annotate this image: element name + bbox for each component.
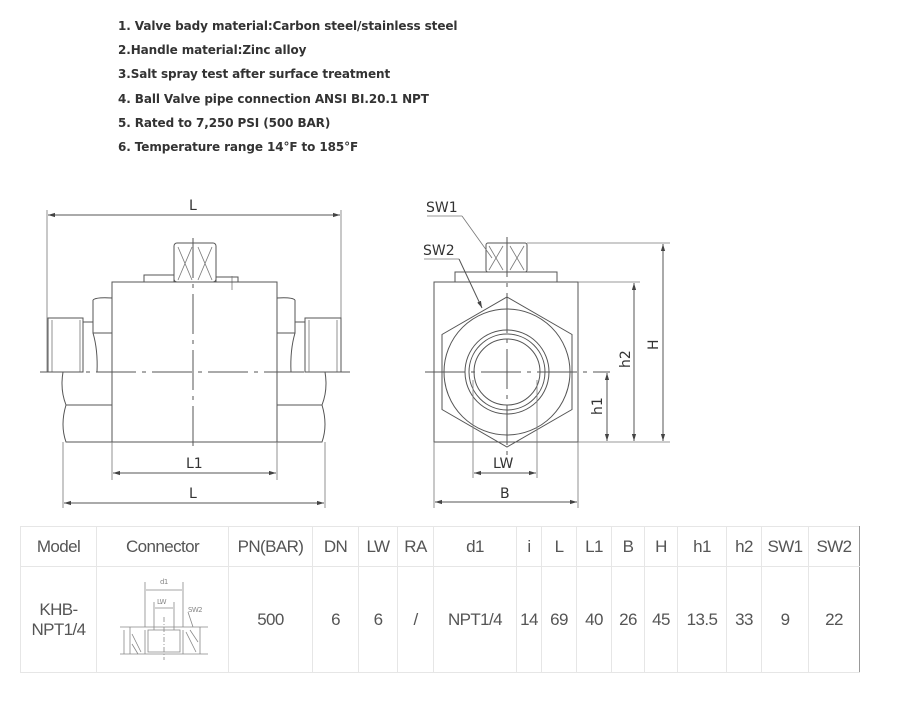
col-header: L	[541, 526, 577, 567]
dim-label-l-top: L	[189, 198, 197, 214]
side-view: SW1 SW2 H h2 h1 LW B	[423, 200, 670, 508]
connector-label-sw2: SW2	[188, 606, 202, 614]
label-sw2: SW2	[423, 243, 455, 259]
cell-l1: 40	[576, 566, 612, 673]
connector-label-d1: d1	[160, 578, 168, 586]
feature-item: 6. Temperature range 14°F to 185°F	[118, 139, 359, 154]
col-header: PN(BAR)	[228, 526, 313, 567]
cell-model: KHB-NPT1/4	[20, 566, 97, 673]
cell-i: 14	[516, 566, 542, 673]
cell-pn: 500	[228, 566, 313, 673]
cell-h1: 13.5	[677, 566, 727, 673]
col-header: h2	[726, 526, 762, 567]
feature-item: 2.Handle material:Zinc alloy	[118, 43, 307, 58]
label-sw1: SW1	[426, 200, 458, 216]
cell-ra: /	[397, 566, 434, 673]
feature-item: 1. Valve bady material:Carbon steel/stai…	[118, 19, 458, 33]
col-header: LW	[358, 526, 398, 567]
front-view: L L1 L	[40, 198, 350, 508]
cell-lw: 6	[358, 566, 398, 673]
dim-label-l1: L1	[186, 456, 203, 472]
cell-l: 69	[541, 566, 577, 673]
col-header: H	[644, 526, 678, 567]
cell-sw2: 22	[808, 566, 860, 673]
cell-connector: d1 LW SW2	[96, 566, 229, 673]
dim-label-b: B	[500, 486, 510, 502]
connector-label-lw: LW	[157, 598, 167, 606]
table-row: KHB-NPT1/4 d1 LW SW2 500 6	[20, 566, 860, 673]
col-header: DN	[312, 526, 359, 567]
dim-label-h: H	[646, 339, 662, 350]
col-header: L1	[576, 526, 612, 567]
col-header: h1	[677, 526, 727, 567]
col-header: SW2	[808, 526, 860, 567]
col-header: Connector	[96, 526, 229, 567]
cell-h2: 33	[726, 566, 762, 673]
col-header: RA	[397, 526, 434, 567]
dim-label-l-bottom: L	[189, 486, 197, 502]
cell-sw1: 9	[761, 566, 809, 673]
technical-drawing: L L1 L	[40, 198, 670, 508]
col-header: i	[516, 526, 542, 567]
feature-list: 1. Valve bady material:Carbon steel/stai…	[118, 14, 458, 159]
col-header: SW1	[761, 526, 809, 567]
col-header: d1	[433, 526, 517, 567]
cell-h: 45	[644, 566, 678, 673]
cell-d1: NPT1/4	[433, 566, 517, 673]
feature-item: 4. Ball Valve pipe connection ANSI BI.20…	[118, 91, 429, 106]
col-header: Model	[20, 526, 97, 567]
table-header-row: Model Connector PN(BAR) DN LW RA d1 i L …	[20, 526, 860, 567]
spec-table: Model Connector PN(BAR) DN LW RA d1 i L …	[20, 526, 860, 673]
dim-label-lw: LW	[493, 456, 514, 472]
cell-dn: 6	[312, 566, 359, 673]
cell-b: 26	[611, 566, 645, 673]
feature-item: 3.Salt spray test after surface treatmen…	[118, 67, 391, 82]
feature-item: 5. Rated to 7,250 PSI (500 BAR)	[118, 115, 331, 130]
dim-label-h1: h1	[590, 397, 606, 415]
connector-diagram: d1 LW SW2	[119, 578, 208, 660]
col-header: B	[611, 526, 645, 567]
dim-label-h2: h2	[618, 350, 634, 368]
